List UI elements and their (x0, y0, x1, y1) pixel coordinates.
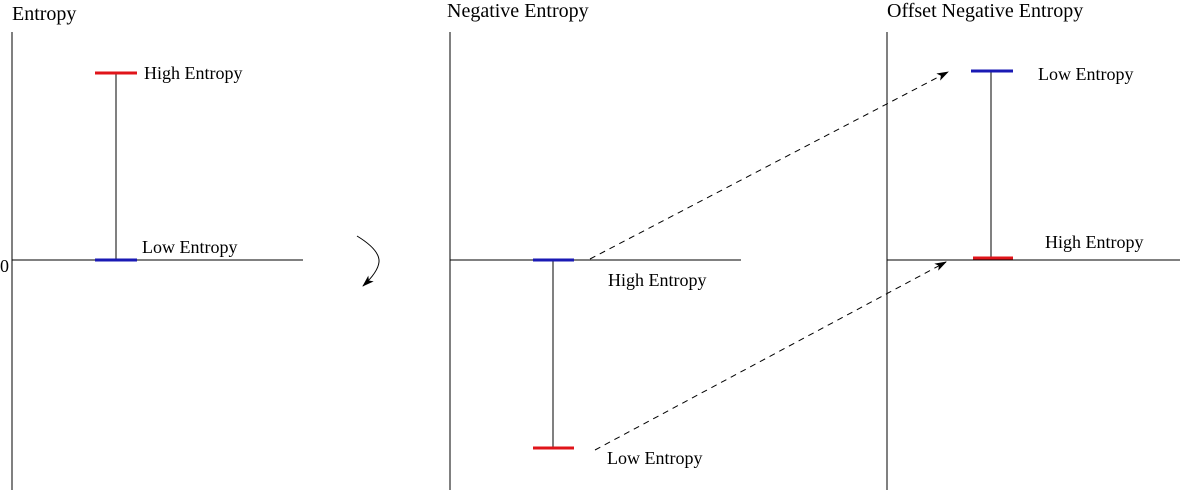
high-entropy-label: High Entropy (144, 63, 243, 83)
low-entropy-label: Low Entropy (142, 237, 237, 257)
panel-entropy: Entropy 0 High Entropy Low Entropy (0, 3, 303, 490)
panel-title: Negative Entropy (447, 0, 589, 22)
high-entropy-label: High Entropy (1045, 232, 1144, 252)
zero-label: 0 (0, 256, 9, 276)
panel-title: Offset Negative Entropy (887, 0, 1083, 22)
offset-arrow-high-entropy (594, 261, 947, 451)
panel-title: Entropy (12, 3, 76, 25)
high-entropy-label: Low Entropy (607, 448, 702, 468)
panel-negative-entropy: Negative Entropy High Entropy Low Entrop… (447, 0, 741, 490)
panel-offset-negative-entropy: Offset Negative Entropy Low Entropy High… (886, 0, 1180, 490)
low-entropy-label: Low Entropy (1038, 64, 1133, 84)
transform-arrow-icon (356, 235, 380, 287)
low-entropy-label: High Entropy (608, 270, 707, 290)
offset-arrow-low-entropy (589, 71, 949, 260)
